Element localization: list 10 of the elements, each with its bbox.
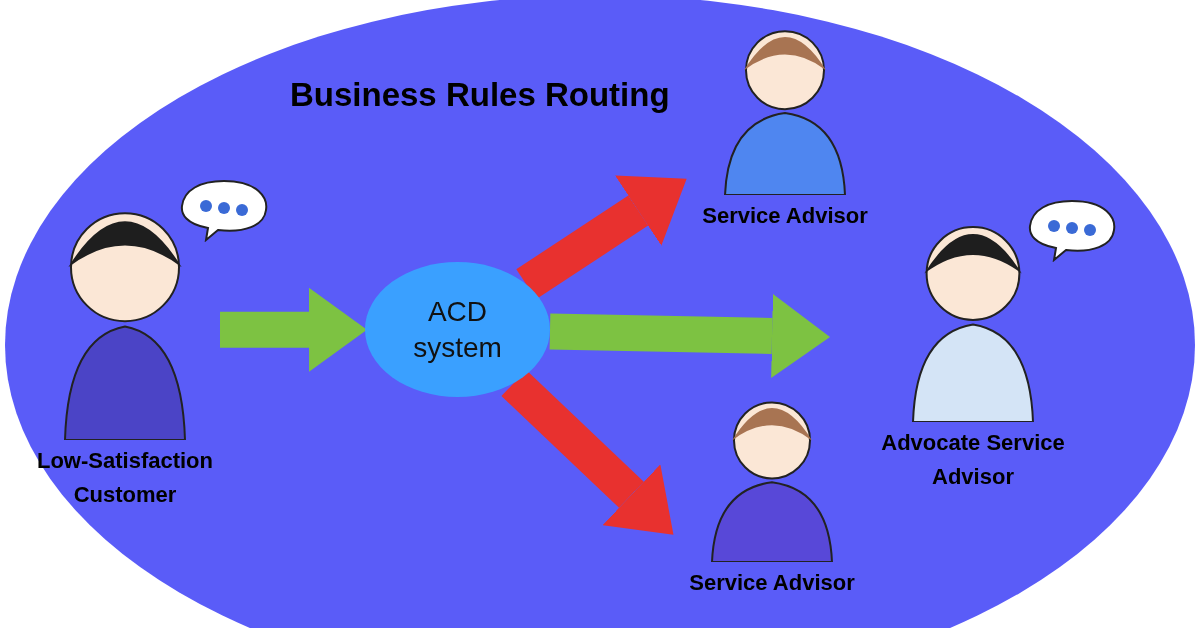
block-arrow [549,293,830,378]
block-arrow [516,175,687,300]
person-caption: Service Advisor [702,202,868,230]
person-caption: Advocate Service Advisor [880,429,1066,491]
person-caption: Service Advisor [689,569,855,597]
block-arrow [501,370,674,535]
title: Business Rules Routing [290,75,670,115]
person-caption: Low-Satisfaction Customer [36,447,214,509]
node-label: ACD system [412,294,503,365]
block-arrow [219,287,367,372]
